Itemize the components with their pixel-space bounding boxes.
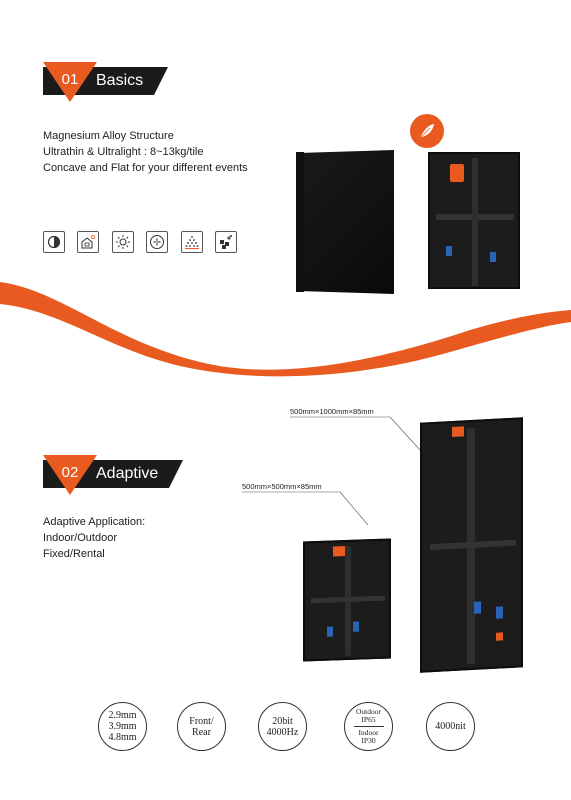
spec-divider [353,726,384,727]
spec-text: 4000nit [435,721,466,732]
feature-line: Fixed/Rental [43,548,105,560]
section-02-header: 02 Adaptive [43,455,183,495]
cabinet-connector [446,246,452,256]
basics-feature-list: Magnesium Alloy Structure Ultrathin & Ul… [43,128,248,176]
feature-line: Concave and Flat for your different even… [43,162,248,174]
cabinet-frame-bar [472,158,478,286]
spec-text: Front/ [189,715,214,727]
section-02-title: Adaptive [96,465,159,482]
spec-pixel-pitch: 2.9mm 3.9mm 4.8mm [98,702,147,751]
cabinet-connector [474,601,481,614]
cabinet-connector [353,621,359,632]
house-temperature-icon [77,231,99,253]
feature-line: Ultrathin & Ultralight : 8~13kg/tile [43,146,204,158]
heat-dissipation-icon [181,231,203,253]
dimension-label-small: 500mm×500mm×85mm [242,482,322,491]
cabinet-connector [327,626,333,637]
cabinet-connector [490,252,496,262]
led-panel-side-edge [296,152,304,292]
spec-refresh: 20bit 4000Hz [258,702,307,751]
spec-text: IP30 [361,736,376,745]
feature-line: Magnesium Alloy Structure [43,130,174,142]
led-cabinet-rear-image [428,152,520,289]
adaptive-feature-list: Adaptive Application: Indoor/Outdoor Fix… [43,514,145,562]
feather-icon [410,114,444,148]
spec-text: Indoor [358,728,379,737]
led-panel-front-image [302,150,394,294]
spec-text: 3.9mm [108,721,137,732]
spec-text: 20bit [272,715,293,727]
section-01-header: 01 Basics [43,62,168,102]
led-cabinet-large-image [420,417,523,673]
contrast-icon [43,231,65,253]
spec-text: 4.8mm [108,732,137,743]
section-02-number: 02 [61,464,79,481]
spec-brightness: 4000nit [426,702,475,751]
spec-text: 4000Hz [266,726,299,738]
flexible-icon [215,231,237,253]
spec-text: IP65 [361,715,376,724]
section-01-title: Basics [96,72,144,89]
spec-text: 2.9mm [108,710,137,721]
spec-text: Outdoor [356,707,381,716]
dimension-label-large: 500mm×1000mm×85mm [290,407,374,416]
section-01-number: 01 [61,71,79,88]
cabinet-handle [452,426,464,438]
sun-icon [112,231,134,253]
spec-service-access: Front/ Rear [177,702,226,751]
feature-line: Adaptive Application: [43,516,146,528]
cabinet-connector [496,606,503,619]
spec-protection: Outdoor IP65 Indoor IP30 [344,702,393,751]
spec-text: Rear [192,726,211,738]
feature-line: Indoor/Outdoor [43,532,117,544]
orange-swoosh [0,282,571,377]
led-cabinet-small-image [303,538,391,662]
fan-icon [146,231,168,253]
cabinet-handle [450,164,464,182]
cabinet-connector [496,632,503,641]
